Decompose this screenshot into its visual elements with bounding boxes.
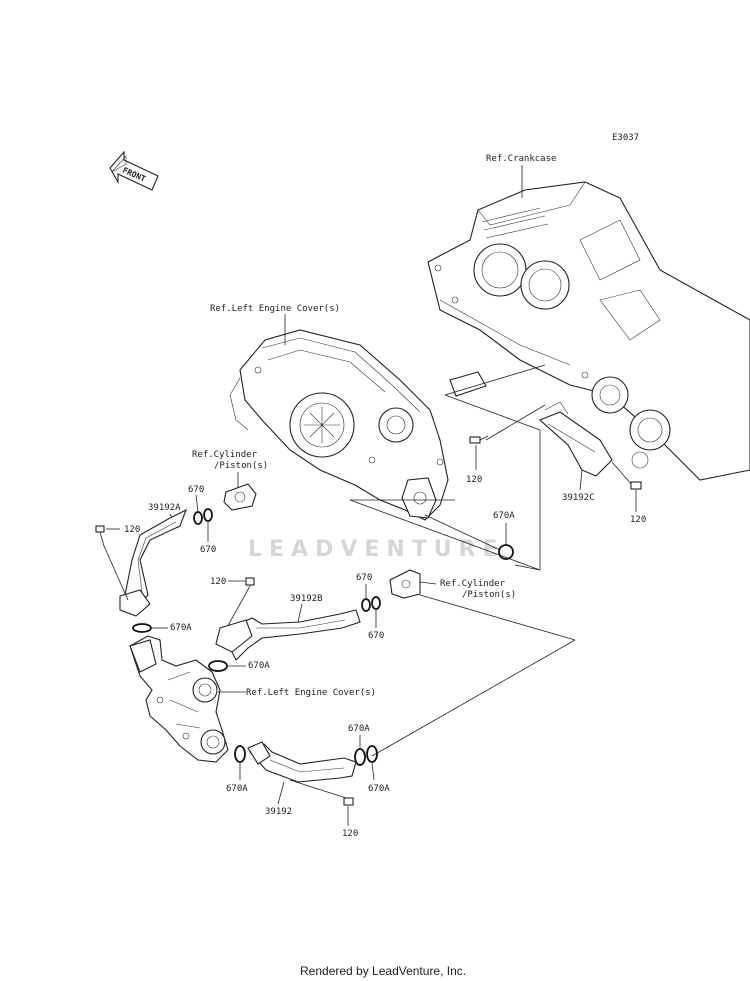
part-670A-e: 670A bbox=[348, 724, 370, 734]
o-ring-670A-e-icon bbox=[354, 748, 366, 766]
pipe-39192C-drawing bbox=[449, 371, 613, 477]
crankcase-drawing bbox=[427, 181, 750, 481]
o-ring-670-a-icon bbox=[193, 511, 203, 525]
part-39192C: 39192C bbox=[562, 493, 595, 503]
ref-left-engine-cover-top: Ref.Left Engine Cover(s) bbox=[210, 304, 340, 314]
diagram-code: E3037 bbox=[612, 133, 639, 143]
part-39192: 39192 bbox=[265, 807, 292, 817]
part-120-d: 120 bbox=[630, 515, 646, 525]
cylinder-fitting-left-icon bbox=[223, 483, 257, 511]
ref-cylinder-left-1: Ref.Cylinder bbox=[192, 450, 258, 460]
part-670A-d: 670A bbox=[226, 784, 248, 794]
part-39192B: 39192B bbox=[290, 594, 323, 604]
part-670A-a: 670A bbox=[493, 511, 515, 521]
part-670A-f: 670A bbox=[368, 784, 390, 794]
part-39192A: 39192A bbox=[148, 503, 181, 513]
o-ring-670-d-icon bbox=[371, 596, 381, 610]
cylinder-fitting-right-icon bbox=[389, 569, 421, 599]
part-670A-c: 670A bbox=[248, 661, 270, 671]
o-ring-670-b-icon bbox=[203, 508, 213, 522]
watermark: LEADVENTURE bbox=[248, 537, 505, 562]
o-ring-670A-b-icon bbox=[132, 623, 152, 633]
o-ring-670-c-icon bbox=[361, 598, 371, 612]
ref-crankcase: Ref.Crankcase bbox=[486, 154, 556, 164]
ref-cylinder-right-1: Ref.Cylinder bbox=[440, 579, 506, 589]
pipe-39192-drawing bbox=[247, 741, 357, 783]
part-670A-b: 670A bbox=[170, 623, 192, 633]
o-ring-670A-d-icon bbox=[234, 745, 246, 763]
lower-engine-cover-drawing bbox=[129, 635, 229, 763]
pipe-39192A-drawing bbox=[119, 508, 188, 617]
o-ring-670A-c-icon bbox=[208, 660, 228, 672]
footer-credit: Rendered by LeadVenture, Inc. bbox=[300, 964, 466, 978]
part-670-d: 670 bbox=[368, 631, 384, 641]
part-120-a: 120 bbox=[124, 525, 140, 535]
front-arrow-icon: FRONT bbox=[109, 150, 159, 191]
part-670-a: 670 bbox=[188, 485, 204, 495]
bolt-120-d-icon bbox=[630, 481, 642, 490]
pipe-39192B-drawing bbox=[215, 609, 361, 661]
part-120-c: 120 bbox=[466, 475, 482, 485]
bolt-120-e-icon bbox=[343, 797, 354, 806]
left-engine-cover-drawing bbox=[229, 329, 449, 521]
bolt-120-a-icon bbox=[95, 525, 105, 547]
part-670-c: 670 bbox=[356, 573, 372, 583]
part-120-b: 120 bbox=[210, 577, 226, 587]
bolt-120-b-icon bbox=[245, 577, 255, 586]
ref-left-engine-cover-bottom: Ref.Left Engine Cover(s) bbox=[246, 688, 376, 698]
o-ring-670A-f-icon bbox=[366, 745, 378, 763]
part-120-e: 120 bbox=[342, 829, 358, 839]
ref-cylinder-left-2: /Piston(s) bbox=[214, 461, 268, 471]
part-670-b: 670 bbox=[200, 545, 216, 555]
ref-cylinder-right-2: /Piston(s) bbox=[462, 590, 516, 600]
bolt-120-c-icon bbox=[469, 435, 489, 444]
